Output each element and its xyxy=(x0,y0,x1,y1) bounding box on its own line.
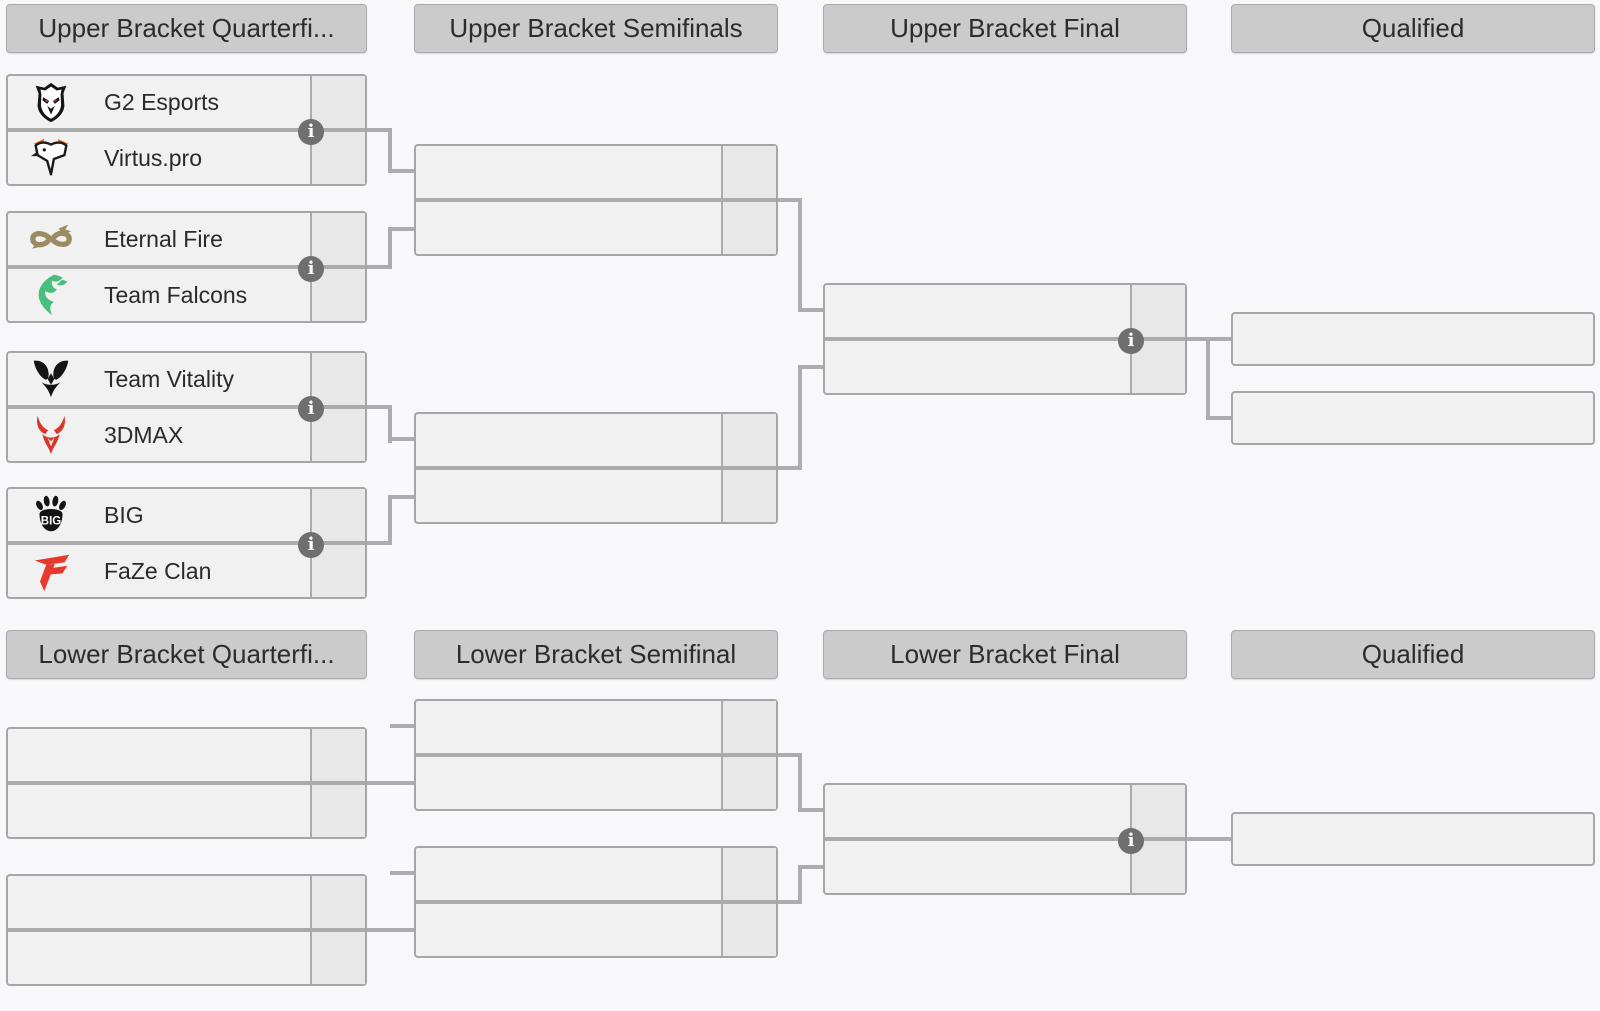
match-row-divider xyxy=(825,337,1185,341)
team-vitality-logo xyxy=(28,356,74,402)
bracket-connector xyxy=(390,724,414,728)
team-name: Team Vitality xyxy=(104,365,234,392)
bracket-connector xyxy=(778,466,802,470)
team-name: Team Falcons xyxy=(104,281,248,308)
bracket-connector xyxy=(388,495,414,499)
bracket-connector xyxy=(388,227,414,231)
bracket-connector xyxy=(778,753,802,757)
match-ub-quarterfinal-2[interactable]: Eternal Fire Team Falcons i xyxy=(6,211,367,323)
bracket-connector xyxy=(388,227,392,269)
bracket-connector xyxy=(388,495,392,545)
team-name: BIG xyxy=(104,501,144,528)
svg-text:BIG: BIG xyxy=(41,516,62,528)
bracket-connector xyxy=(798,808,823,812)
bracket-connector xyxy=(367,128,392,132)
team-row-virtus-pro[interactable]: Virtus.pro xyxy=(8,132,310,184)
qualified-slot-upper-1 xyxy=(1231,312,1595,366)
bracket-connector xyxy=(1187,837,1231,841)
bracket-connector xyxy=(798,753,802,812)
bracket-connector xyxy=(798,365,802,470)
bracket-connector xyxy=(367,541,392,545)
round-header-lower-semifinal: Lower Bracket Semifinal xyxy=(414,630,778,679)
match-ub-quarterfinal-3[interactable]: Team Vitality 3DMAX i xyxy=(6,351,367,463)
team-row-faze-clan[interactable]: FaZe Clan xyxy=(8,545,310,597)
bracket-connector xyxy=(778,900,802,904)
match-row-divider xyxy=(8,405,365,409)
info-icon[interactable]: i xyxy=(298,396,324,422)
bracket-connector xyxy=(367,265,392,269)
match-lb-semifinal-1 xyxy=(414,699,778,811)
match-ub-semifinal-1 xyxy=(414,144,778,256)
qualified-slot-upper-2 xyxy=(1231,391,1595,445)
bracket-connector xyxy=(390,871,414,875)
virtus-pro-logo xyxy=(28,135,74,181)
bracket-connector xyxy=(1206,416,1231,420)
big-logo: BIG xyxy=(28,492,74,538)
bracket-connector xyxy=(798,308,823,312)
match-lb-quarterfinal-2 xyxy=(6,874,367,986)
bracket-connector xyxy=(798,865,802,904)
bracket-connector xyxy=(798,365,823,369)
team-row-g2-esports[interactable]: G2 Esports xyxy=(8,76,310,128)
match-row-divider xyxy=(8,541,365,545)
team-name: Eternal Fire xyxy=(104,225,223,252)
info-icon[interactable]: i xyxy=(1118,828,1144,854)
bracket-connector xyxy=(388,128,392,173)
g2-esports-logo xyxy=(28,79,74,125)
bracket-connector xyxy=(798,198,802,312)
round-header-upper-qualified: Qualified xyxy=(1231,4,1595,53)
team-row-big[interactable]: BIG BIG xyxy=(8,489,310,541)
match-row-divider xyxy=(416,466,776,470)
qualified-slot-lower xyxy=(1231,812,1595,866)
match-row-divider xyxy=(8,781,365,785)
match-ub-quarterfinal-1[interactable]: G2 Esports Virtus.pro i xyxy=(6,74,367,186)
team-row-threedmax[interactable]: 3DMAX xyxy=(8,409,310,461)
round-header-upper-final: Upper Bracket Final xyxy=(823,4,1187,53)
team-falcons-logo xyxy=(28,272,74,318)
match-row-divider xyxy=(8,265,365,269)
bracket-connector xyxy=(388,405,392,443)
round-header-upper-semifinals: Upper Bracket Semifinals xyxy=(414,4,778,53)
match-lb-final[interactable]: i xyxy=(823,783,1187,895)
team-name: 3DMAX xyxy=(104,421,184,448)
round-header-lower-qualified: Qualified xyxy=(1231,630,1595,679)
match-lb-semifinal-2 xyxy=(414,846,778,958)
bracket-connector xyxy=(1206,337,1210,420)
bracket-connector xyxy=(388,169,414,173)
match-row-divider xyxy=(416,198,776,202)
bracket-connector xyxy=(778,198,802,202)
faze-clan-logo xyxy=(28,548,74,594)
round-header-lower-quarterfinals: Lower Bracket Quarterfi... xyxy=(6,630,367,679)
bracket-connector xyxy=(388,437,414,441)
match-row-divider xyxy=(825,837,1185,841)
team-name: Virtus.pro xyxy=(104,144,203,171)
match-ub-final[interactable]: i xyxy=(823,283,1187,395)
match-row-divider xyxy=(8,128,365,132)
info-icon[interactable]: i xyxy=(1118,328,1144,354)
match-ub-semifinal-2 xyxy=(414,412,778,524)
team-row-eternal-fire[interactable]: Eternal Fire xyxy=(8,213,310,265)
bracket-connector xyxy=(798,865,823,869)
team-row-team-vitality[interactable]: Team Vitality xyxy=(8,353,310,405)
match-row-divider xyxy=(416,753,776,757)
team-name: G2 Esports xyxy=(104,88,220,115)
match-row-divider xyxy=(416,900,776,904)
team-name: FaZe Clan xyxy=(104,557,212,584)
bracket-connector xyxy=(367,781,414,785)
info-icon[interactable]: i xyxy=(298,256,324,282)
info-icon[interactable]: i xyxy=(298,532,324,558)
team-row-team-falcons[interactable]: Team Falcons xyxy=(8,269,310,321)
match-lb-quarterfinal-1 xyxy=(6,727,367,839)
eternal-fire-logo xyxy=(28,216,74,262)
round-header-lower-final: Lower Bracket Final xyxy=(823,630,1187,679)
match-row-divider xyxy=(8,928,365,932)
info-icon[interactable]: i xyxy=(298,119,324,145)
round-header-upper-quarterfinals: Upper Bracket Quarterfi... xyxy=(6,4,367,53)
bracket-connector xyxy=(367,405,392,409)
threedmax-logo xyxy=(28,412,74,458)
bracket-connector xyxy=(367,928,414,932)
match-ub-quarterfinal-4[interactable]: BIG BIG FaZe Clan i xyxy=(6,487,367,599)
